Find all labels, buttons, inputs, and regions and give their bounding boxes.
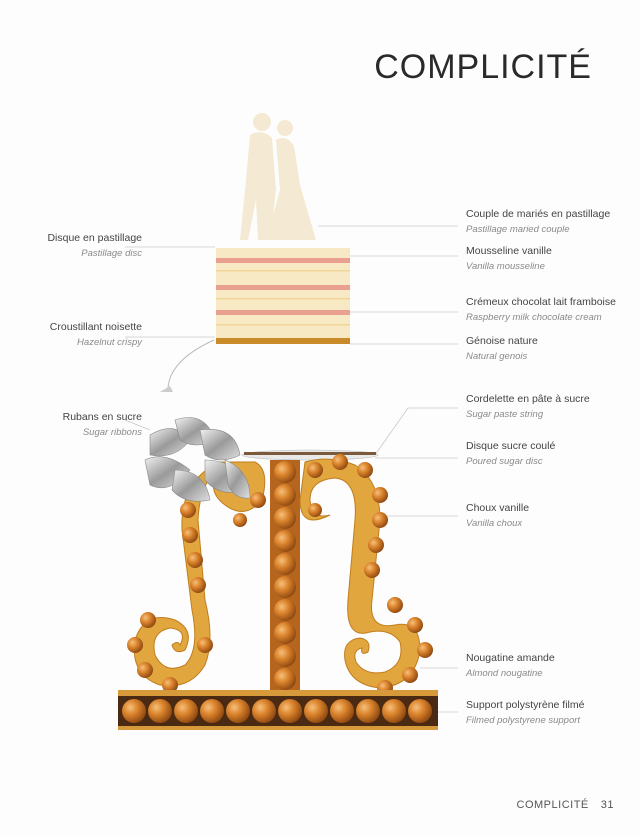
couple-silhouette (240, 113, 316, 240)
sugar-ribbons (144, 417, 251, 502)
label-vanilla-choux: Choux vanille Vanilla choux (466, 500, 529, 532)
label-en: Natural genois (466, 351, 528, 362)
label-poured-sugar-disc: Disque sucre coulé Poured sugar disc (466, 438, 555, 470)
label-polystyrene-support: Support polystyrène filmé Filmed polysty… (466, 697, 584, 729)
label-en: Raspberry milk chocolate cream (466, 312, 602, 323)
label-fr: Support polystyrène filmé (466, 699, 585, 711)
page-number: 31 (600, 799, 614, 811)
label-fr: Cordelette en pâte à sucre (466, 393, 590, 405)
choux-column (270, 460, 300, 690)
label-fr: Croustillant noisette (49, 321, 142, 333)
label-fr: Crémeux chocolat lait framboise (466, 296, 616, 308)
label-almond-nougatine: Nougatine amande Almond nougatine (466, 650, 555, 682)
label-en: Filmed polystyrene support (466, 715, 581, 726)
leader-lines (124, 225, 458, 713)
label-en: Pastillage maried couple (466, 224, 570, 235)
label-en: Poured sugar disc (466, 456, 543, 467)
label-fr: Choux vanille (466, 502, 530, 514)
label-pastillage-disc: Disque en pastillage Pastillage disc (47, 230, 142, 262)
label-hazelnut-crispy: Croustillant noisette Hazelnut crispy (50, 319, 142, 351)
page-title: COMPLICITÉ (374, 48, 592, 86)
cake-slice (216, 248, 350, 344)
page-footer: COMPLICITÉ 31 (517, 799, 614, 811)
label-en: Pastillage disc (81, 248, 142, 259)
label-en: Sugar ribbons (82, 427, 142, 438)
label-vanilla-mousseline: Mousseline vanille Vanilla mousseline (466, 243, 552, 275)
label-en: Sugar paste string (466, 409, 544, 420)
label-fr: Couple de mariés en pastillage (466, 208, 611, 220)
label-natural-genois: Génoise nature Natural genois (466, 333, 538, 365)
label-fr: Rubans en sucre (62, 411, 142, 423)
label-fr: Disque sucre coulé (466, 440, 556, 452)
label-en: Hazelnut crispy (77, 337, 142, 348)
footer-section: COMPLICITÉ (516, 799, 589, 811)
label-fr: Nougatine amande (466, 652, 555, 664)
right-scroll (299, 454, 433, 696)
label-fr: Disque en pastillage (47, 232, 142, 244)
label-fr: Mousseline vanille (466, 245, 552, 257)
base-support (118, 690, 438, 730)
label-sugar-paste-string: Cordelette en pâte à sucre Sugar paste s… (466, 391, 590, 423)
label-en: Vanilla choux (466, 518, 523, 529)
label-en: Vanilla mousseline (466, 261, 545, 272)
label-sugar-ribbons: Rubans en sucre Sugar ribbons (63, 409, 142, 441)
label-raspberry-cream: Crémeux chocolat lait framboise Raspberr… (466, 294, 616, 326)
label-en: Almond nougatine (466, 668, 543, 679)
label-fr: Génoise nature (466, 335, 538, 347)
label-maried-couple: Couple de mariés en pastillage Pastillag… (466, 206, 610, 238)
